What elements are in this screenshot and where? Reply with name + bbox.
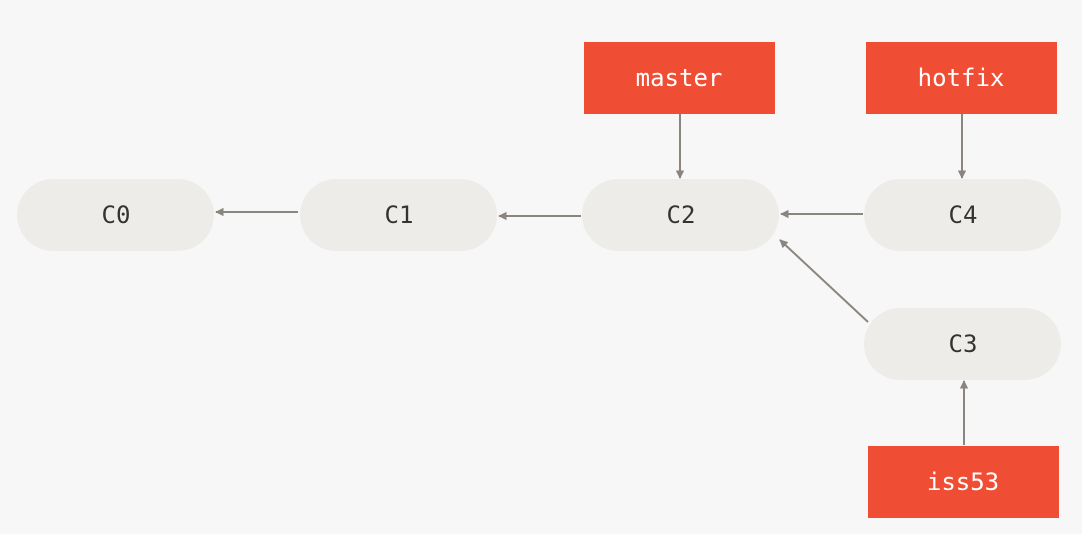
branch-box [584,42,775,114]
branch-label-hotfix: hotfix [918,64,1005,92]
commit-node-c2: C2 [582,179,779,251]
branch-label-iss53: iss53 [927,468,999,496]
branch-hotfix: hotfix [866,42,1057,114]
branch-master: master [584,42,775,114]
commit-pill [864,179,1061,251]
branch-label-master: master [636,64,723,92]
commit-pill [864,308,1061,380]
commit-node-c0: C0 [17,179,214,251]
commit-node-c4: C4 [864,179,1061,251]
branch-iss53: iss53 [868,446,1059,518]
commit-node-c3: C3 [864,308,1061,380]
commit-node-c1: C1 [300,179,497,251]
commit-pill [582,179,779,251]
commit-pill [17,179,214,251]
arrow-c3-to-c2 [779,239,869,323]
commit-label-c3: C3 [949,330,978,358]
commit-label-c2: C2 [667,201,696,229]
commit-label-c0: C0 [102,201,131,229]
branch-box [866,42,1057,114]
branch-box [868,446,1059,518]
commit-pill [300,179,497,251]
commit-label-c1: C1 [385,201,414,229]
commit-label-c4: C4 [949,201,978,229]
